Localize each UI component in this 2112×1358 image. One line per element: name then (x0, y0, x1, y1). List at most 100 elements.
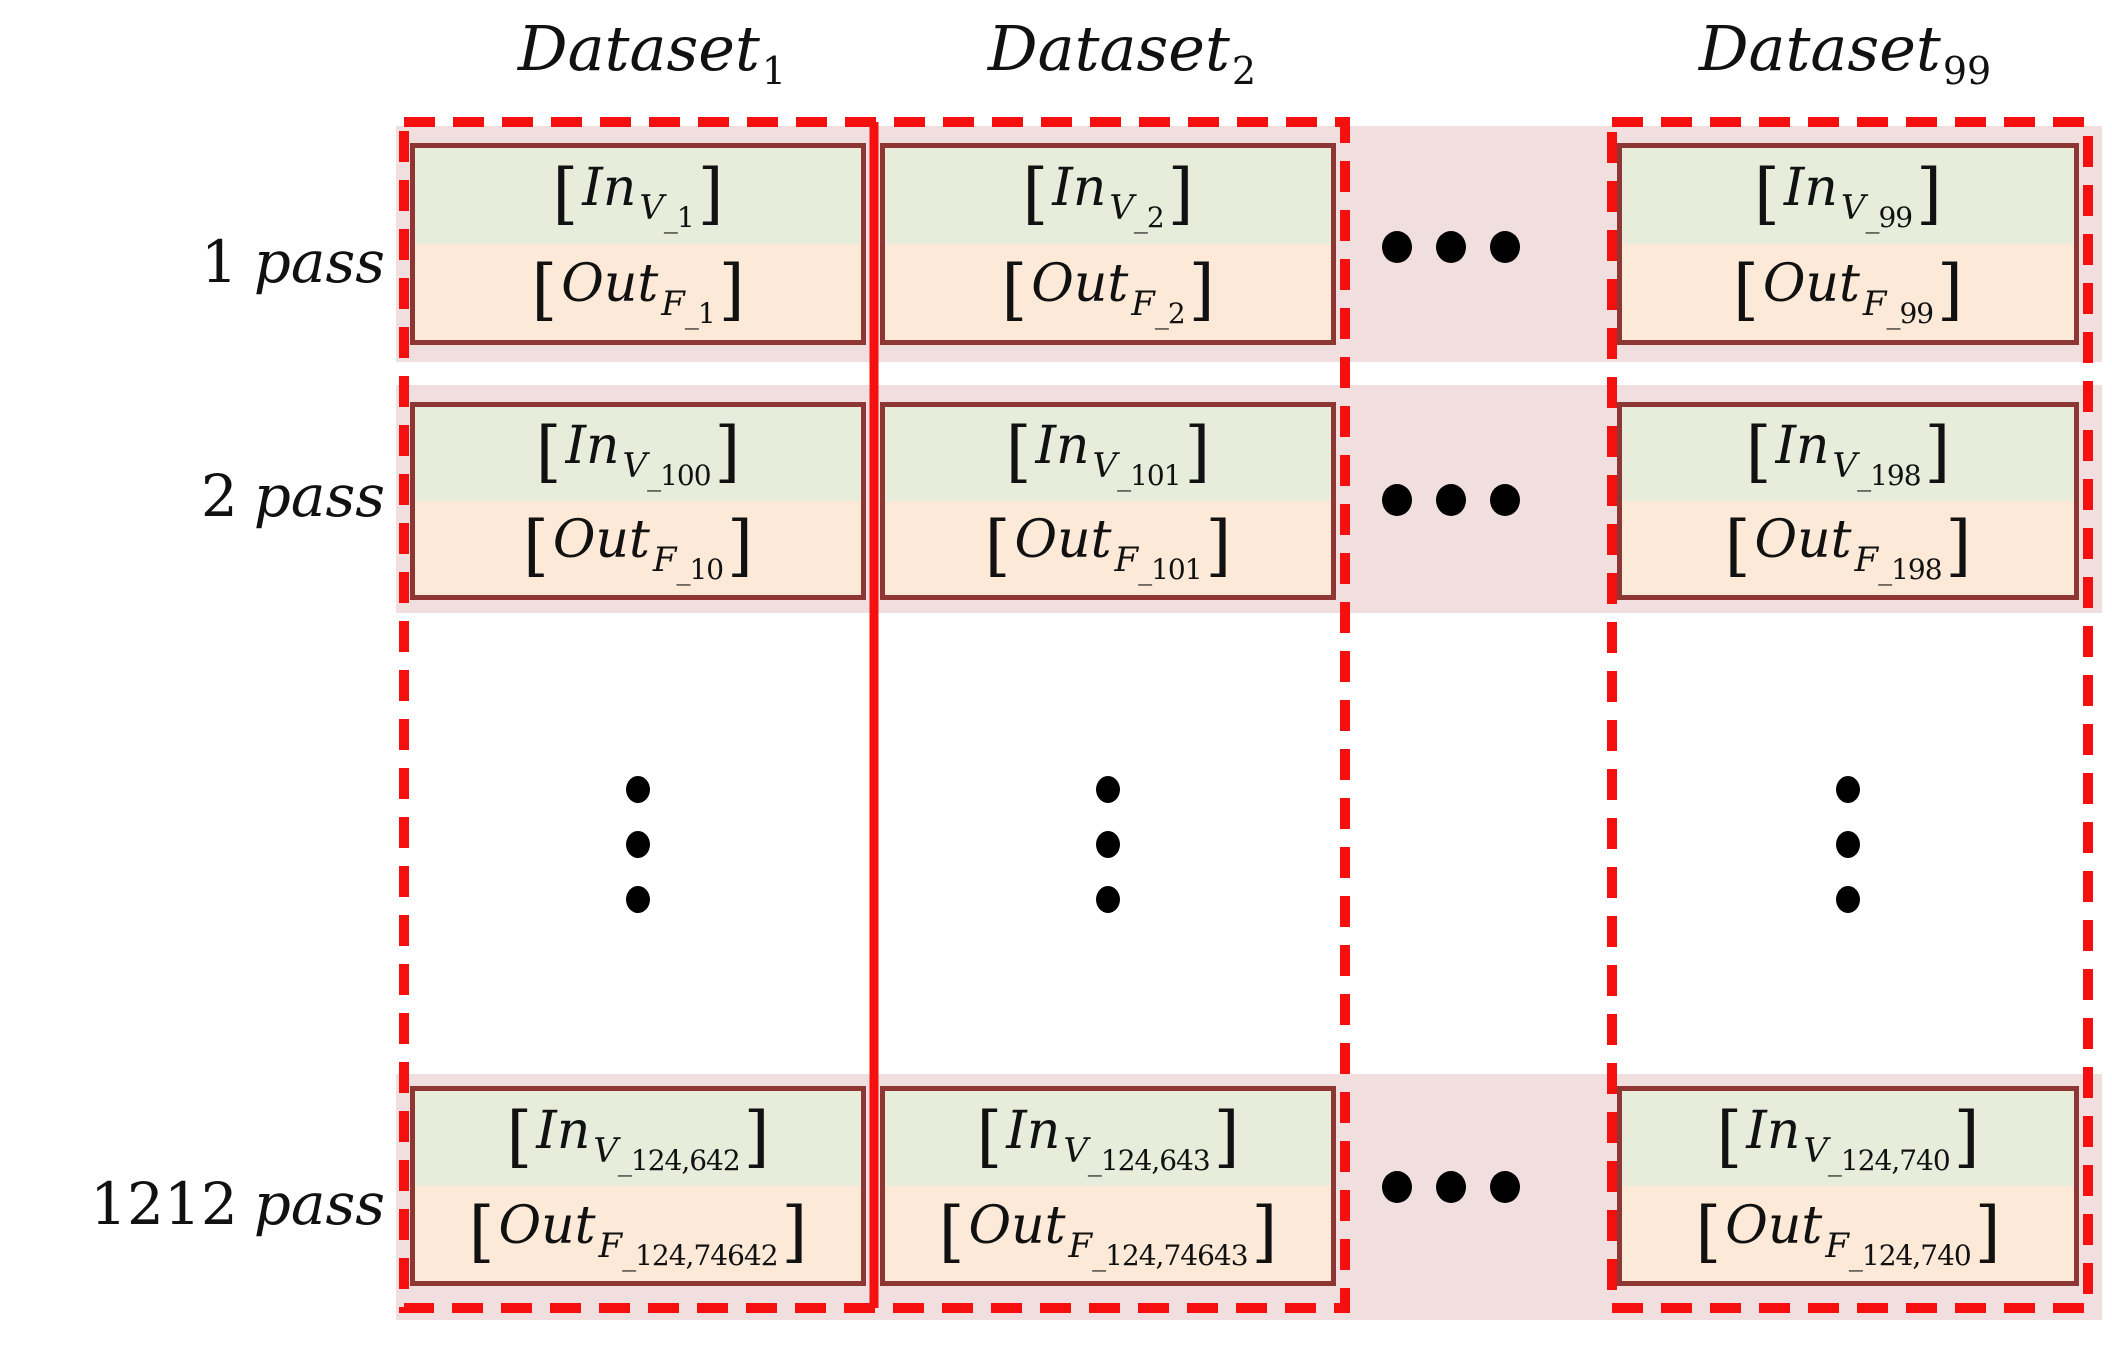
in-subscript: V (1832, 446, 1858, 486)
bracket-close: ] (781, 1192, 808, 1270)
bracket-close: ] (1924, 413, 1951, 490)
horizontal-ellipsis-icon (1382, 1171, 1520, 1203)
bracket-close: ] (1167, 155, 1194, 232)
out-index: _124,74643 (1092, 1238, 1248, 1272)
out-label: Out (968, 1195, 1066, 1256)
out-index: _1 (684, 297, 716, 330)
in-subscript: V (639, 188, 664, 228)
out-index: _99 (1886, 297, 1934, 330)
bracket-close: ] (1188, 251, 1215, 328)
pass-word: pass (253, 228, 385, 296)
out-label: Out (1031, 254, 1129, 314)
pass-word: pass (253, 1170, 385, 1238)
bracket-close: ] (1945, 507, 1972, 584)
bracket-open: [ (552, 155, 579, 232)
in-label: In (1006, 1100, 1061, 1161)
vertical-ellipsis-icon (626, 776, 650, 913)
out-subscript: F (652, 540, 677, 580)
out-subscript: F (1854, 540, 1879, 580)
in-label: In (536, 1100, 591, 1161)
bracket-open: [ (1716, 1097, 1743, 1175)
out-label: Out (1762, 254, 1860, 314)
bracket-open: [ (523, 507, 549, 584)
pass-number: 2 (200, 462, 238, 530)
out-label: Out (498, 1195, 596, 1256)
bracket-open: [ (531, 251, 558, 328)
bracket-open: [ (1745, 413, 1772, 490)
bracket-open: [ (938, 1192, 965, 1270)
column-header-text: Dataset (1698, 12, 1941, 85)
column-header-text: Dataset (517, 12, 760, 85)
bracket-open: [ (1022, 155, 1049, 232)
out-index: _2 (1154, 297, 1186, 330)
bracket-open: [ (1754, 155, 1780, 232)
bracket-open: [ (1001, 251, 1028, 328)
in-subscript: V (1840, 188, 1866, 228)
in-label: In (1746, 1100, 1801, 1161)
out-label: Out (1014, 510, 1112, 570)
out-label: Out (1754, 510, 1852, 570)
in-subscript: V (1063, 1130, 1088, 1171)
bracket-close: ] (743, 1097, 770, 1175)
in-subscript: V (622, 446, 648, 486)
bracket-close: ] (714, 413, 741, 490)
bracket-close: ] (1205, 507, 1232, 584)
in-label: In (565, 416, 620, 476)
bracket-open: [ (984, 507, 1011, 584)
out-subscript: F (1068, 1225, 1093, 1266)
bracket-open: [ (1724, 507, 1751, 584)
vertical-ellipsis-icon (1096, 776, 1120, 913)
in-subscript: V (1803, 1130, 1828, 1171)
bracket-open: [ (468, 1192, 495, 1270)
in-label: In (1775, 416, 1830, 476)
out-subscript: F (1862, 284, 1887, 324)
bracket-open: [ (506, 1097, 533, 1175)
horizontal-ellipsis-icon (1382, 231, 1520, 263)
out-index: _124,74642 (622, 1238, 778, 1272)
horizontal-ellipsis-icon (1382, 484, 1520, 516)
column-header-dataset-1: Dataset1 (387, 0, 917, 98)
in-index: _198 (1857, 459, 1921, 492)
out-label: Out (561, 254, 659, 314)
in-label: In (1035, 416, 1090, 476)
column-header-text: Dataset (987, 12, 1230, 85)
bracket-open: [ (1005, 413, 1032, 490)
in-subscript: V (1109, 188, 1134, 228)
bracket-close: ] (1213, 1097, 1240, 1175)
pass-number: 1212 (90, 1170, 238, 1238)
out-index: _10 (676, 553, 724, 586)
out-index: _198 (1878, 553, 1942, 586)
vertical-ellipsis-icon (1836, 776, 1860, 913)
in-index: _2 (1133, 201, 1165, 234)
in-index: _124,643 (1087, 1143, 1211, 1177)
in-label: In (1052, 158, 1107, 218)
in-subscript: V (593, 1130, 618, 1171)
in-subscript: V (1092, 446, 1118, 486)
in-index: _124,642 (617, 1143, 741, 1177)
in-index: _124,740 (1827, 1143, 1951, 1177)
out-subscript: F (1825, 1225, 1849, 1266)
out-index: _124,740 (1848, 1238, 1972, 1272)
pass-number: 1 (200, 228, 238, 296)
column-header-subscript: 1 (761, 49, 787, 93)
out-subscript: F (1114, 540, 1139, 580)
bracket-open: [ (976, 1097, 1003, 1175)
